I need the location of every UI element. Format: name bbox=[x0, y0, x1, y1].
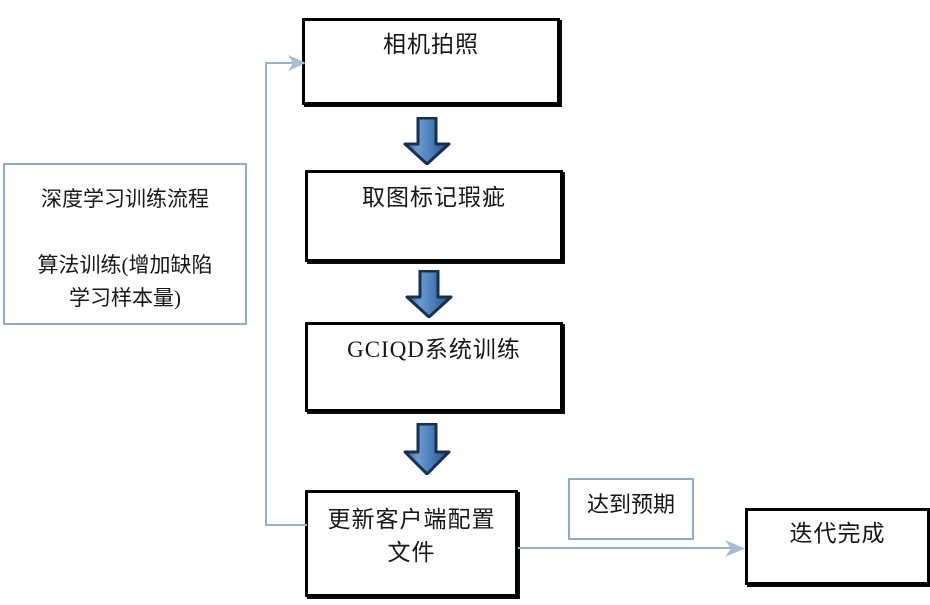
feedback-loop-segment-vertical bbox=[265, 62, 267, 526]
to-finish-arrowhead bbox=[725, 540, 745, 557]
process-box-update-config[interactable]: 更新客户端配置 文件 bbox=[305, 490, 518, 597]
meets-expectation-label-text: 达到预期 bbox=[586, 492, 675, 517]
meets-expectation-label: 达到预期 bbox=[568, 478, 694, 540]
block-arrow-down-3 bbox=[403, 422, 451, 476]
feedback-loop-arrowhead bbox=[288, 55, 306, 71]
process-box-iteration-done-label: 迭代完成 bbox=[789, 521, 886, 546]
feedback-loop-segment-top bbox=[265, 62, 297, 64]
process-box-camera-capture-label: 相机拍照 bbox=[383, 32, 479, 57]
to-finish-line bbox=[518, 547, 732, 549]
process-box-iteration-done[interactable]: 迭代完成 bbox=[745, 508, 930, 585]
process-box-mark-defects-label: 取图标记瑕疵 bbox=[362, 185, 506, 210]
process-box-camera-capture[interactable]: 相机拍照 bbox=[302, 18, 560, 105]
deep-learning-training-note: 深度学习训练流程 算法训练(增加缺陷 学习样本量) bbox=[3, 163, 247, 325]
deep-learning-training-note-text: 深度学习训练流程 算法训练(增加缺陷 学习样本量) bbox=[37, 187, 213, 310]
feedback-loop-segment-bottom bbox=[265, 524, 307, 526]
process-box-mark-defects[interactable]: 取图标记瑕疵 bbox=[305, 170, 563, 262]
block-arrow-down-2 bbox=[405, 269, 453, 319]
process-box-gciqd-training[interactable]: GCIQD系统训练 bbox=[305, 322, 563, 412]
process-box-update-config-label: 更新客户端配置 文件 bbox=[327, 507, 496, 565]
process-box-gciqd-training-label: GCIQD系统训练 bbox=[347, 337, 521, 362]
block-arrow-down-1 bbox=[403, 116, 451, 166]
